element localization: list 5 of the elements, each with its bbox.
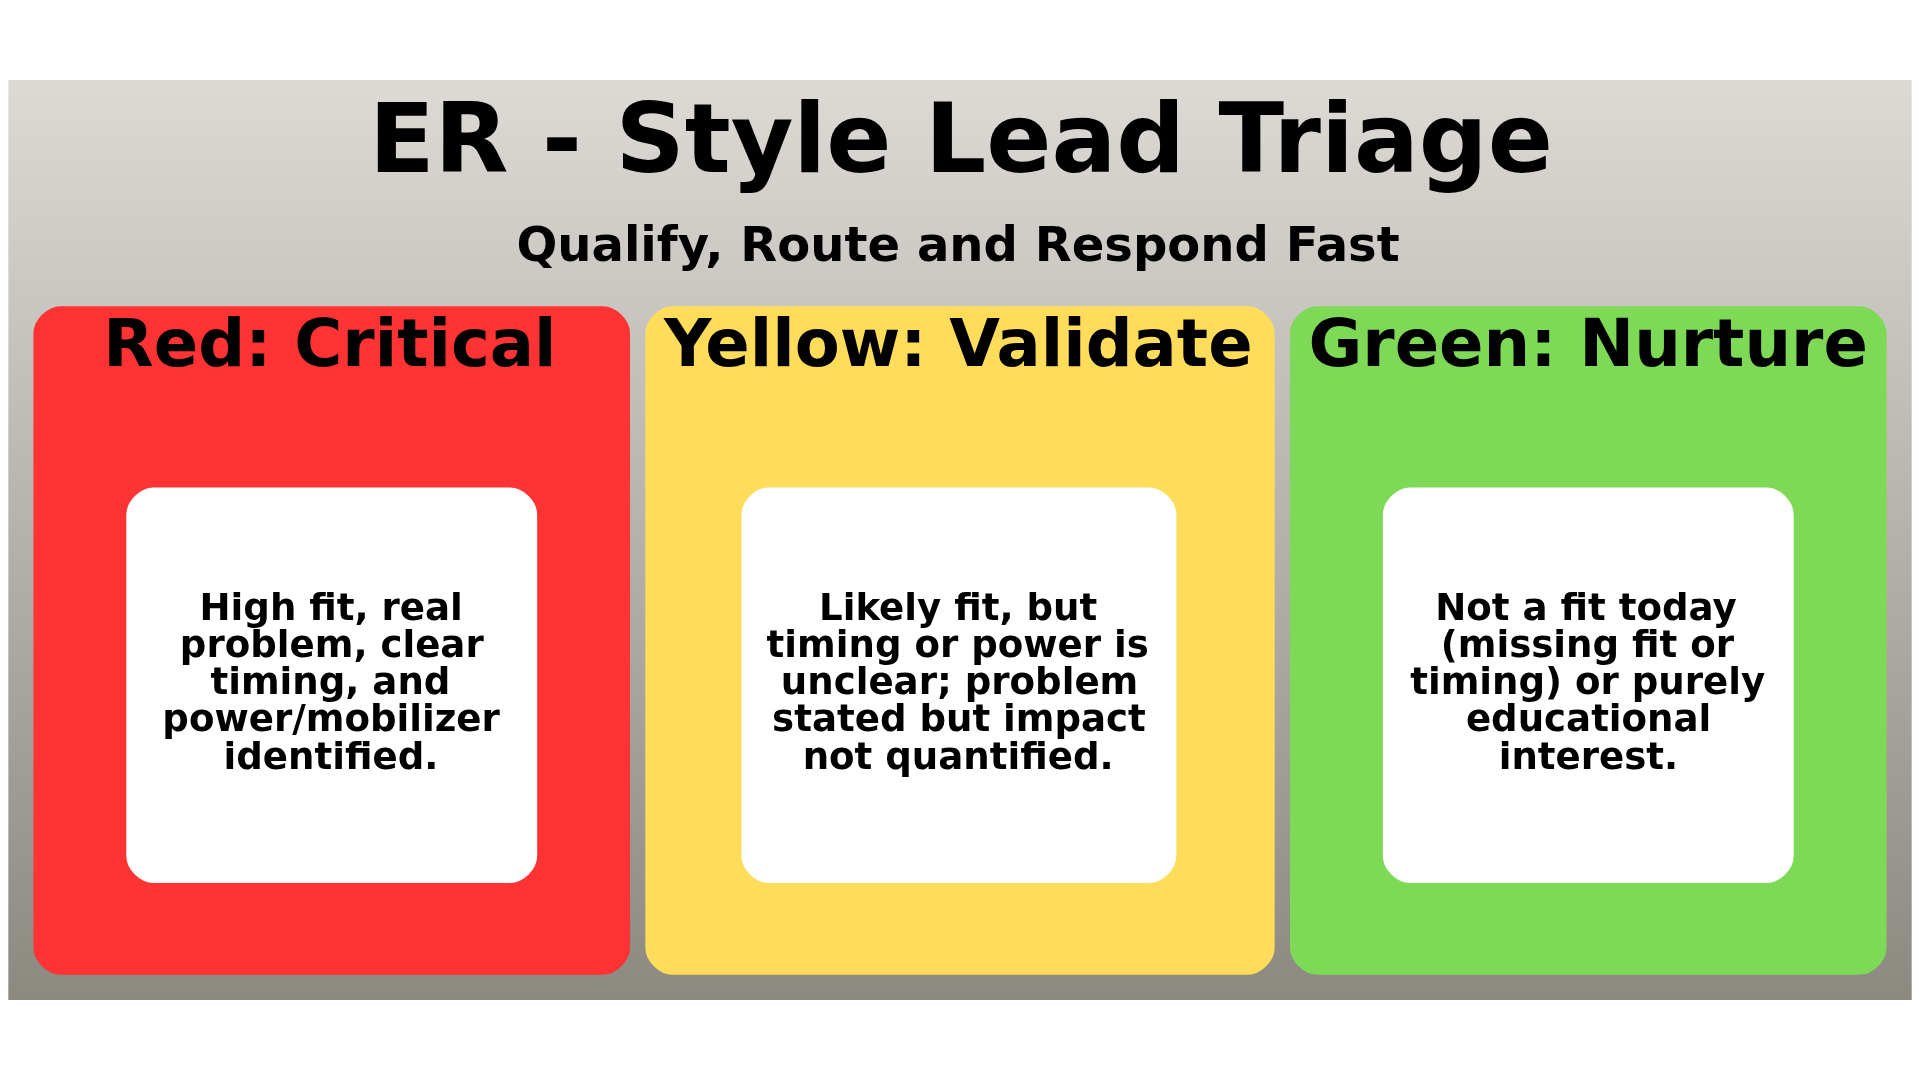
diagram-title: ER - Style Lead Triage <box>368 83 1553 196</box>
node-box: Not a fit today (missing fit or timing) or purely educational interest. <box>1382 487 1794 884</box>
node-box: Likely fit, but timing or power is unclear; problem stated but impact not quantified. <box>741 487 1177 884</box>
node-box: High fit, real problem, clear timing, and power/mobilizer identified. <box>126 487 538 884</box>
label: Qualify, Route and Respond Fast <box>516 215 1400 272</box>
